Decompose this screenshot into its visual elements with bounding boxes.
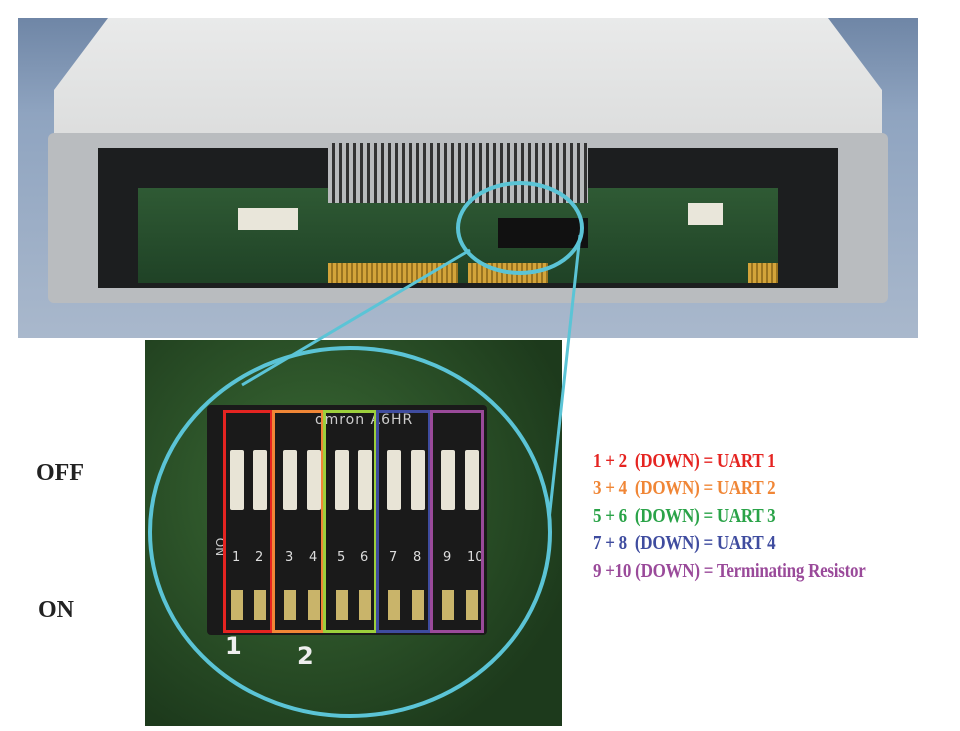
group-box-uart1 [223,410,273,633]
switch-pin [359,590,371,620]
switch-pin [284,590,296,620]
on-label: ON [38,597,74,623]
switch-pin [254,590,266,620]
switch-number: 4 [309,550,318,565]
switch-number: 7 [389,550,398,565]
switch-number: 10 [467,550,484,565]
switch-pin [466,590,478,620]
switch-pin [336,590,348,620]
switch-lever [387,450,401,510]
switch-pin [388,590,400,620]
pin-label: 1 [225,632,242,660]
legend-uart4: 7 + 8 (DOWN) = UART 4 [593,532,776,554]
switch-number: 3 [285,550,294,565]
connector [238,208,298,230]
legend-uart2: 3 + 4 (DOWN) = UART 2 [593,477,776,499]
callout-line [547,234,582,521]
switch-lever [465,450,479,510]
legend-terminator: 9 +10 (DOWN) = Terminating Resistor [593,560,866,582]
switch-pin [308,590,320,620]
switch-lever [253,450,267,510]
switch-number: 6 [360,550,369,565]
small-highlight-circle [456,181,584,275]
large-highlight-circle [148,346,552,718]
switch-number: 5 [337,550,346,565]
pin-label: 2 [297,642,314,670]
switch-lever [335,450,349,510]
connector [688,203,723,225]
group-box-uart3 [323,410,377,633]
callout-line [241,248,471,387]
dip-switch [498,218,588,248]
edge-connector [748,263,778,283]
group-box-uart4 [376,410,431,633]
switch-lever [358,450,372,510]
switch-lever [307,450,321,510]
pin-header [328,143,588,203]
switch-brand: omron A6HR [315,412,414,428]
switch-pin [442,590,454,620]
group-box-terminator [430,410,484,633]
group-box-uart2 [272,410,324,633]
legend-uart1: 1 + 2 (DOWN) = UART 1 [593,450,776,472]
switch-number: 8 [413,550,422,565]
switch-lever [411,450,425,510]
switch-lever [283,450,297,510]
switch-number: 2 [255,550,264,565]
switch-number: 1 [232,550,241,565]
switch-lever [230,450,244,510]
switch-number: 9 [443,550,452,565]
switch-pin [412,590,424,620]
off-label: OFF [36,460,84,486]
legend-uart3: 5 + 6 (DOWN) = UART 3 [593,505,776,527]
switch-lever [441,450,455,510]
switch-pin [231,590,243,620]
